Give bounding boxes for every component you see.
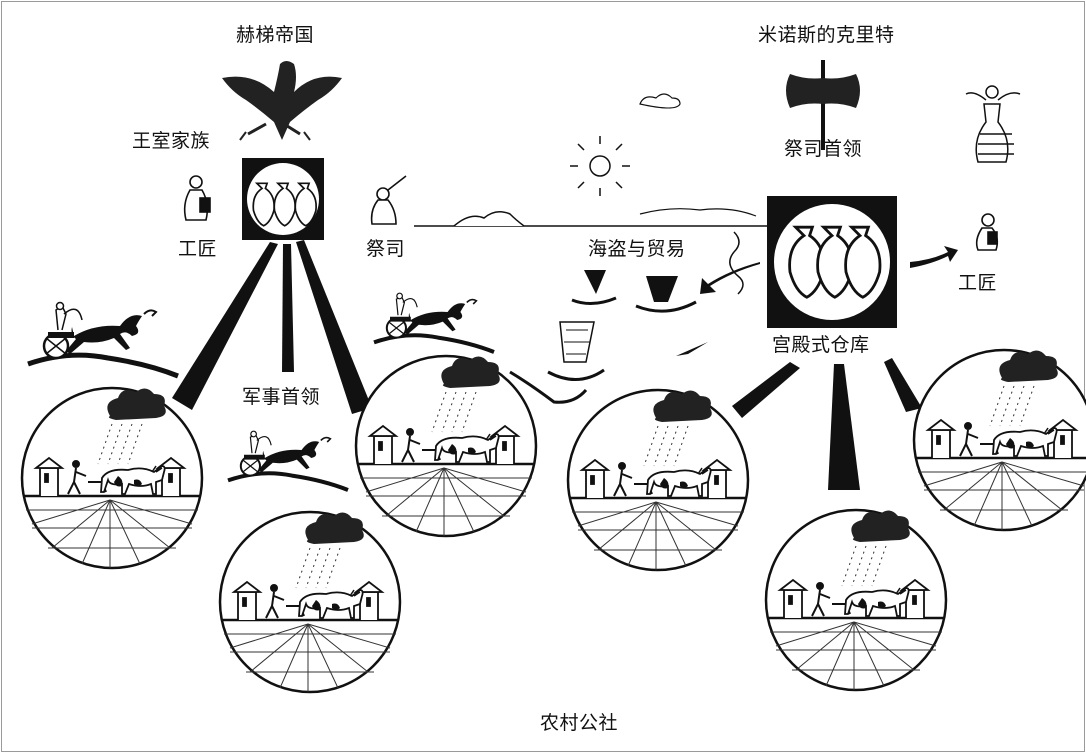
chariot-icon bbox=[28, 303, 178, 377]
village-scene-6 bbox=[914, 350, 1086, 530]
label-artisan-left: 工匠 bbox=[178, 234, 217, 261]
snake-goddess-icon bbox=[966, 86, 1020, 162]
label-artisan-right: 工匠 bbox=[958, 268, 997, 295]
priest-figure-icon bbox=[372, 176, 406, 224]
label-military-leader: 军事首领 bbox=[242, 382, 320, 409]
label-palace-storehouse: 宫殿式仓库 bbox=[772, 330, 870, 357]
hierarchy-wedges-right bbox=[732, 358, 922, 490]
label-hittite-empire: 赫梯帝国 bbox=[236, 20, 314, 47]
village-scene-1 bbox=[22, 388, 202, 568]
label-piracy-trade: 海盗与贸易 bbox=[588, 234, 686, 261]
artisan-figure-icon bbox=[977, 214, 998, 250]
chariot-icon bbox=[374, 293, 494, 352]
village-scene-3 bbox=[356, 356, 536, 536]
label-priest: 祭司 bbox=[366, 234, 405, 261]
label-priest-leader: 祭司首领 bbox=[784, 134, 862, 161]
cloud-icon bbox=[640, 94, 680, 108]
village-scene-2 bbox=[220, 512, 400, 692]
arrow-icon bbox=[910, 246, 958, 268]
village-scene-4 bbox=[568, 390, 748, 570]
label-minoan-crete: 米诺斯的克里特 bbox=[758, 20, 895, 47]
island bbox=[454, 212, 524, 226]
artisan-figure-icon bbox=[185, 176, 210, 220]
label-royal-family: 王室家族 bbox=[132, 126, 210, 153]
chariot-icon bbox=[228, 431, 348, 490]
amphora-storehouse-icon bbox=[242, 158, 324, 240]
label-village-commune: 农村公社 bbox=[540, 708, 618, 735]
ship-icon bbox=[548, 270, 708, 380]
eagle-emblem-icon bbox=[222, 61, 342, 140]
village-scene-5 bbox=[766, 510, 946, 690]
amphora-storehouse-icon bbox=[767, 196, 897, 328]
sun-icon bbox=[570, 136, 630, 196]
